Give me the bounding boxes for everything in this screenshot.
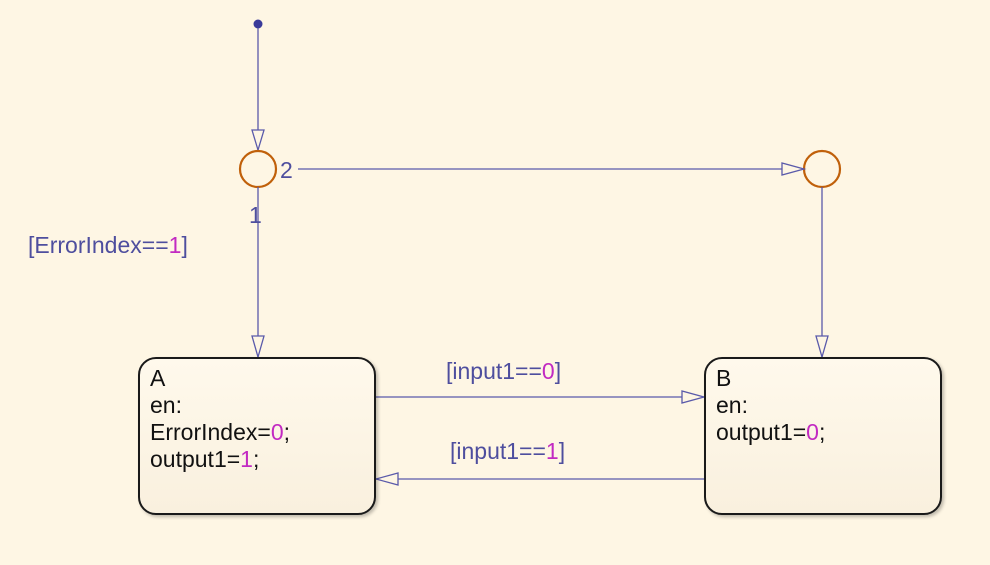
- guard-open: [input1==: [450, 438, 546, 464]
- junction-right[interactable]: [802, 149, 842, 189]
- action-value: 1: [240, 446, 253, 472]
- state-a-name: A: [150, 365, 166, 391]
- default-transition-dot[interactable]: [253, 19, 263, 29]
- action-end: ;: [252, 446, 260, 472]
- state-a-action-error-index: ErrorIndex=0;: [150, 419, 364, 446]
- guard-close: ]: [181, 232, 188, 258]
- action-value: 0: [270, 419, 284, 445]
- transition-label-b-to-a[interactable]: [input1==1]: [450, 440, 565, 463]
- junction-order-label-2: 2: [280, 159, 293, 182]
- transition-b-to-a-arrowhead: [373, 472, 399, 486]
- state-b-action-output1: output1=0;: [716, 419, 930, 446]
- transition-junction-to-junction-arrowhead: [781, 162, 807, 176]
- guard-close: ]: [554, 358, 562, 384]
- state-b-name: B: [716, 365, 732, 391]
- action-lhs: output1=: [150, 446, 241, 472]
- guard-open: [input1==: [446, 358, 542, 384]
- junction-order-label-1: 1: [249, 204, 262, 227]
- transition-a-to-b-arrowhead: [681, 390, 707, 404]
- state-a-entry-label: en:: [150, 392, 182, 418]
- junction-left[interactable]: [238, 149, 278, 189]
- transition-junction-to-a-arrowhead: [251, 335, 265, 360]
- action-lhs: output1=: [716, 419, 807, 445]
- transition-label-a-to-b[interactable]: [input1==0]: [446, 360, 561, 383]
- action-end: ;: [818, 419, 826, 445]
- transition-junction-to-b-arrowhead: [815, 335, 829, 360]
- state-b-entry-label: en:: [716, 392, 748, 418]
- action-value: 0: [806, 419, 819, 445]
- transition-label-junction-to-a[interactable]: [ErrorIndex==1]: [28, 234, 188, 257]
- guard-open: [ErrorIndex==: [28, 232, 169, 258]
- order-2-text: 2: [280, 157, 293, 183]
- state-a-action-output1: output1=1;: [150, 446, 364, 473]
- guard-value: 1: [168, 232, 182, 258]
- guard-value: 1: [545, 438, 559, 464]
- action-lhs: ErrorIndex=: [150, 419, 271, 445]
- default-transition-arrowhead: [251, 129, 265, 153]
- order-1-text: 1: [249, 202, 262, 228]
- state-a[interactable]: A en: ErrorIndex=0; output1=1;: [138, 357, 376, 515]
- guard-close: ]: [558, 438, 566, 464]
- action-end: ;: [283, 419, 290, 445]
- state-b[interactable]: B en: output1=0;: [704, 357, 942, 515]
- guard-value: 0: [541, 358, 555, 384]
